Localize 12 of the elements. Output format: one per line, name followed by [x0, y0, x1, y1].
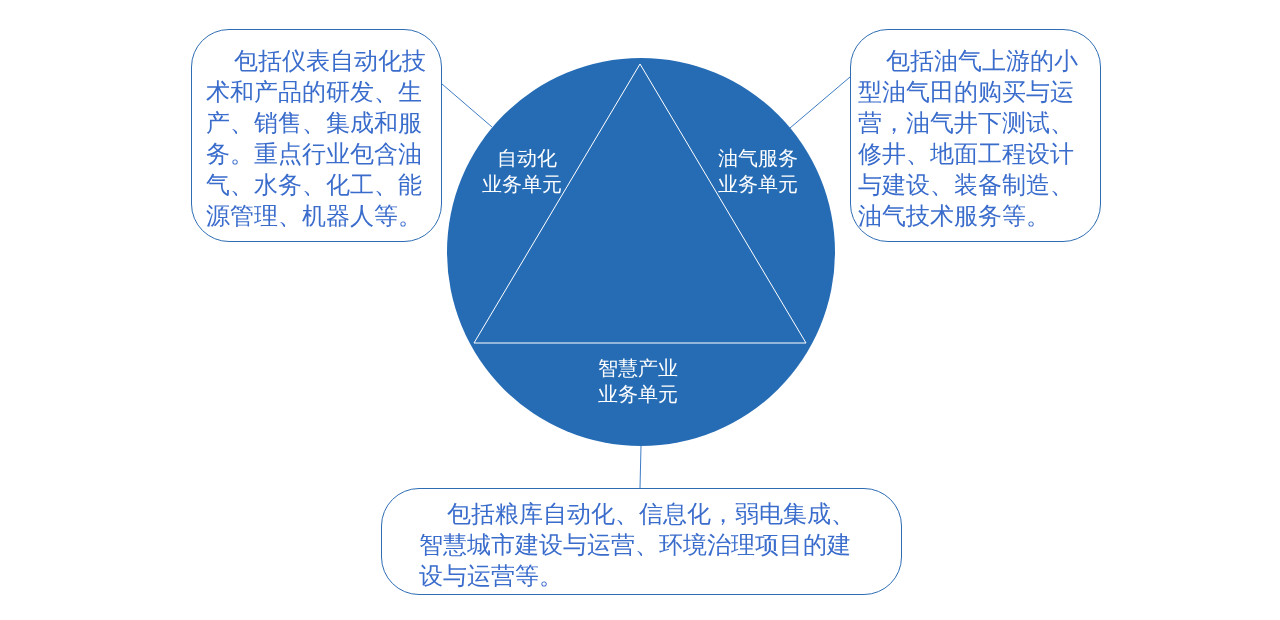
description-text: 包括油气上游的小型油气田的购买与运营，油气井下测试、修井、地面工程设计与建设、装备制造、油气技术服务等。	[858, 46, 1079, 232]
callout-box	[191, 29, 442, 242]
description-text: 包括仪表自动化技术和产品的研发、生产、销售、集成和服务。重点行业包含油气、水务、化工、能源管理、机器人等。	[206, 46, 427, 232]
unit-label: 自动化业务单元	[481, 145, 563, 197]
callout-box	[381, 488, 902, 595]
leader-line	[639, 445, 642, 489]
callout-box	[850, 29, 1101, 242]
unit-label: 油气服务业务单元	[717, 145, 799, 197]
leader-line	[789, 76, 851, 129]
leader-line	[441, 83, 493, 128]
description-text: 包括粮库自动化、信息化，弱电集成、智慧城市建设与运营、环境治理项目的建设与运营等。	[419, 499, 856, 592]
unit-label: 智慧产业业务单元	[597, 355, 679, 407]
